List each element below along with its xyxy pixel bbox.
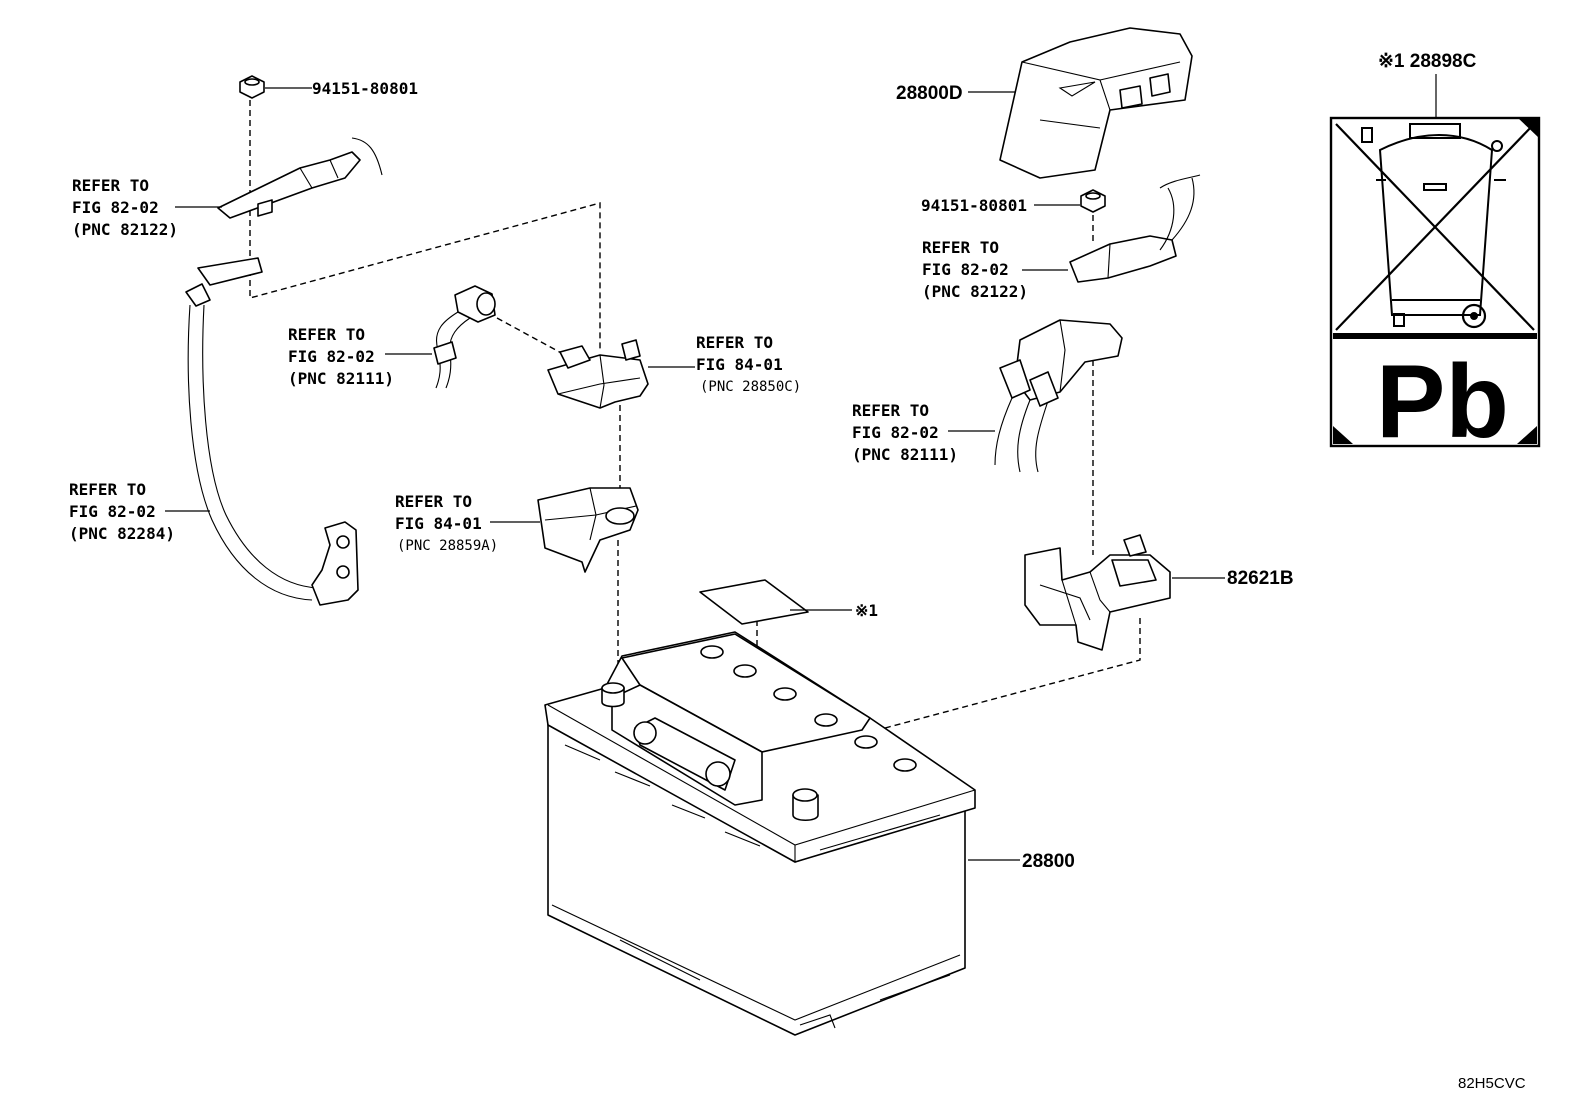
- battery-part-number: 28800: [1022, 851, 1075, 872]
- ref-wire-right-line3: (PNC 82111): [852, 445, 958, 464]
- ground-cable[interactable]: [185, 257, 359, 606]
- label-sheet[interactable]: [699, 579, 809, 625]
- ref-sensor-top-line1: REFER TO: [696, 333, 773, 352]
- terminal-cover-part-number: 82621B: [1227, 568, 1294, 589]
- ref-cable-right-line2: FIG 82-02: [922, 260, 1009, 279]
- sensor-wire-mid[interactable]: [433, 285, 496, 389]
- ref-ground-line1: REFER TO: [69, 480, 146, 499]
- ref-wire-right-line1: REFER TO: [852, 401, 929, 420]
- ref-cable-left-line2: FIG 82-02: [72, 198, 159, 217]
- ref-cable-left-line3: (PNC 82122): [72, 220, 178, 239]
- bolt-right-label: 94151-80801: [921, 196, 1027, 215]
- bolt-left[interactable]: [239, 75, 265, 99]
- sensor-bracket[interactable]: [537, 487, 639, 573]
- wire-harness-right[interactable]: [994, 319, 1123, 473]
- battery-cover[interactable]: [999, 27, 1193, 179]
- cable-terminal-left[interactable]: [217, 137, 383, 219]
- ref-cable-right-line3: (PNC 82122): [922, 282, 1028, 301]
- terminal-cover[interactable]: [1024, 534, 1171, 651]
- ref-wire-mid-line2: FIG 82-02: [288, 347, 375, 366]
- ref-bracket-line1: REFER TO: [395, 492, 472, 511]
- ref-ground-line3: (PNC 82284): [69, 524, 175, 543]
- bolt-left-label: 94151-80801: [312, 79, 418, 98]
- ref-cable-left-line1: REFER TO: [72, 176, 149, 195]
- recycle-label[interactable]: Pb: [1329, 116, 1541, 460]
- ref-wire-mid-line1: REFER TO: [288, 325, 365, 344]
- ref-ground-line2: FIG 82-02: [69, 502, 156, 521]
- ref-bracket-line2: FIG 84-01: [395, 514, 482, 533]
- recycle-pb-text: Pb: [1376, 344, 1509, 460]
- bolt-right[interactable]: [1080, 189, 1106, 213]
- ref-sensor-top-line3: (PNC 28850C): [700, 379, 801, 395]
- battery-sensor[interactable]: [547, 339, 649, 409]
- label-sheet-mark: ※1: [855, 601, 878, 620]
- ref-cable-right-line1: REFER TO: [922, 238, 999, 257]
- recycle-label-part-number: ※1 28898C: [1378, 51, 1477, 72]
- ref-wire-mid-line3: (PNC 82111): [288, 369, 394, 388]
- cover-part-number: 28800D: [896, 83, 963, 104]
- ref-sensor-top-line2: FIG 84-01: [696, 355, 783, 374]
- battery[interactable]: [544, 631, 976, 1036]
- ref-wire-right-line2: FIG 82-02: [852, 423, 939, 442]
- ref-bracket-line3: (PNC 28859A): [397, 538, 498, 554]
- diagram-id: 82H5CVC: [1458, 1075, 1526, 1092]
- cable-terminal-right[interactable]: [1069, 174, 1201, 283]
